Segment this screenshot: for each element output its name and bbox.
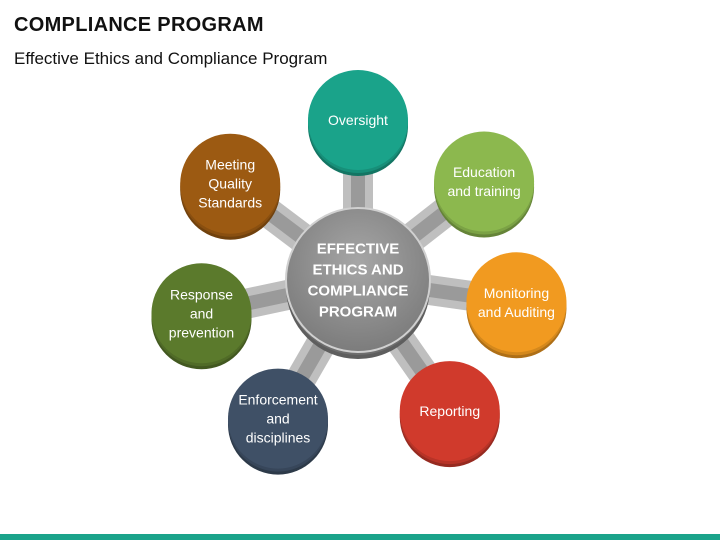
page-subtitle: Effective Ethics and Compliance Program <box>14 49 328 68</box>
node-oversight: Oversight <box>308 70 408 176</box>
node-label-oversight: Oversight <box>328 112 388 128</box>
footer-accent-bar <box>0 534 720 540</box>
page-title: COMPLIANCE PROGRAM <box>14 14 264 36</box>
node-label-reporting: Reporting <box>419 403 480 419</box>
node-reporting: Reporting <box>399 361 500 468</box>
